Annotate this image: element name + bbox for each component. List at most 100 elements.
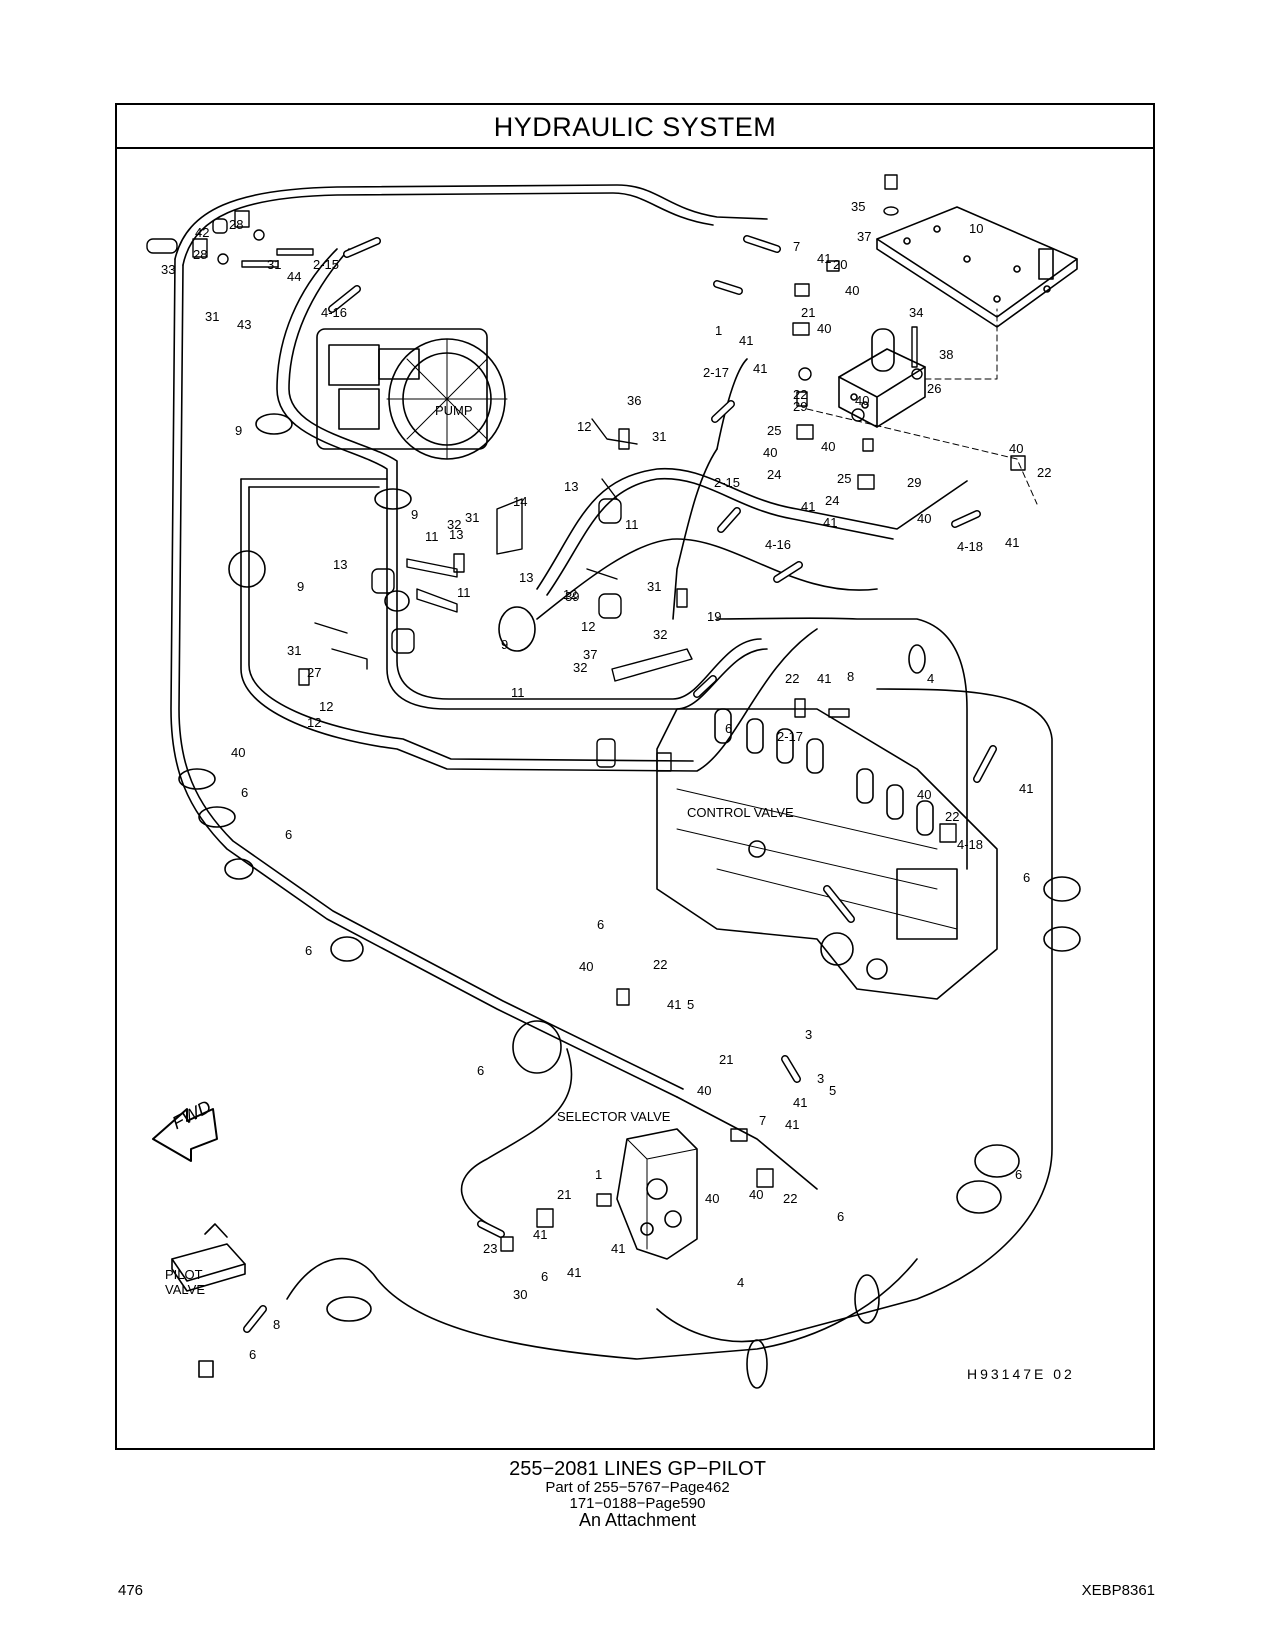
callout-number: 28 bbox=[229, 217, 243, 232]
page-title: HYDRAULIC SYSTEM bbox=[117, 105, 1153, 149]
part-title: 255−2081 LINES GP−PILOT bbox=[509, 1458, 766, 1480]
callout-number: 4-16 bbox=[765, 537, 791, 552]
callout-number: 4-18 bbox=[957, 539, 983, 554]
callout-number: 22 bbox=[945, 809, 959, 824]
line-inner-top bbox=[240, 478, 388, 488]
callout-number: 20 bbox=[833, 257, 847, 272]
selector-valve-label: SELECTOR VALVE bbox=[557, 1109, 671, 1124]
line-to-selector bbox=[676, 1096, 818, 1190]
callout-number: 40 bbox=[817, 321, 831, 336]
callout-number: 9 bbox=[501, 637, 508, 652]
callout-number: 41 bbox=[793, 1095, 807, 1110]
callout-number: 9 bbox=[297, 579, 304, 594]
diagram-frame: HYDRAULIC SYSTEM bbox=[115, 103, 1155, 1450]
line-inner-rect bbox=[240, 478, 818, 772]
callout-number: 41 bbox=[823, 515, 837, 530]
callout-number: 21 bbox=[557, 1187, 571, 1202]
selector-valve-component bbox=[616, 1128, 698, 1260]
callout-number: 13 bbox=[333, 557, 347, 572]
callout-number: 4-18 bbox=[957, 837, 983, 852]
callout-number: 31 bbox=[267, 257, 281, 272]
callout-number: 28 bbox=[193, 247, 207, 262]
fittings bbox=[146, 174, 1026, 1252]
callout-number: 41 bbox=[785, 1117, 799, 1132]
line-center-bundle bbox=[536, 467, 968, 590]
pump-label: PUMP bbox=[435, 403, 473, 418]
brackets bbox=[314, 418, 693, 682]
callout-number: 27 bbox=[307, 665, 321, 680]
callout-number: 6 bbox=[241, 785, 248, 800]
callout-number: 2-17 bbox=[777, 729, 803, 744]
callout-number: 21 bbox=[801, 305, 815, 320]
clamp-rings bbox=[178, 413, 1081, 1389]
line-2-17-hose bbox=[672, 448, 718, 620]
callout-number: 31 bbox=[205, 309, 219, 324]
callout-number: 22 bbox=[783, 1191, 797, 1206]
callout-number: 40 bbox=[749, 1187, 763, 1202]
callout-number: 41 bbox=[817, 671, 831, 686]
callout-number: 23 bbox=[483, 1241, 497, 1256]
callout-number: 12 bbox=[319, 699, 333, 714]
callout-number: 13 bbox=[449, 527, 463, 542]
callout-number: 41 bbox=[801, 499, 815, 514]
callout-number: 4 bbox=[737, 1275, 744, 1290]
callout-number: 40 bbox=[917, 511, 931, 526]
callout-number: 30 bbox=[513, 1287, 527, 1302]
callout-number: 4-16 bbox=[321, 305, 347, 320]
callout-number: 24 bbox=[825, 493, 839, 508]
dashed-leader-26 bbox=[806, 308, 1038, 505]
callout-number: 25 bbox=[767, 423, 781, 438]
callout-number: 44 bbox=[287, 269, 301, 284]
callout-number: 11 bbox=[425, 529, 439, 544]
callout-number: 41 bbox=[1019, 781, 1033, 796]
callout-number: 34 bbox=[909, 305, 923, 320]
callout-number: 19 bbox=[707, 609, 721, 624]
line-inner-rect-b bbox=[248, 486, 694, 762]
callout-number: 40 bbox=[821, 439, 835, 454]
callout-number: 40 bbox=[763, 445, 777, 460]
callout-number: 6 bbox=[1015, 1167, 1022, 1182]
callout-number: 37 bbox=[857, 229, 871, 244]
secondary-reference: 171−0188−Page590 bbox=[569, 1495, 706, 1512]
callout-number: 41 bbox=[611, 1241, 625, 1256]
diagram-canvas: PUMP CONTROL VALVE SELECTOR VALVE PILOTV… bbox=[146, 174, 1081, 1389]
block-26-component bbox=[838, 328, 926, 428]
callout-number: 40 bbox=[845, 283, 859, 298]
hoses bbox=[243, 235, 997, 1333]
callout-number: 12 bbox=[577, 419, 591, 434]
callout-number: 41 bbox=[753, 361, 767, 376]
line-pump-loop-b bbox=[288, 248, 762, 700]
pump-component bbox=[316, 328, 508, 460]
callout-number: 2-17 bbox=[703, 365, 729, 380]
callout-number: 22 bbox=[653, 957, 667, 972]
callout-number: 6 bbox=[285, 827, 292, 842]
line-main-outer-b bbox=[182, 192, 714, 266]
callout-number: 29 bbox=[793, 399, 807, 414]
callout-number: 40 bbox=[697, 1083, 711, 1098]
line-left-trunk bbox=[170, 258, 678, 1098]
callout-number: 11 bbox=[511, 685, 525, 700]
document-code: XEBP8361 bbox=[1081, 1582, 1155, 1599]
callout-number: 31 bbox=[465, 510, 479, 525]
callout-number: 41 bbox=[817, 251, 831, 266]
callout-number: 22 bbox=[793, 387, 807, 402]
callout-number: 6 bbox=[597, 917, 604, 932]
callout-number: 6 bbox=[305, 943, 312, 958]
callout-number: 8 bbox=[273, 1317, 280, 1332]
callout-number: 6 bbox=[541, 1269, 548, 1284]
line-bottom-loop bbox=[286, 1257, 918, 1360]
drawing-code: H93147E 02 bbox=[967, 1366, 1075, 1382]
callout-number: 43 bbox=[237, 317, 251, 332]
callout-number: 42 bbox=[195, 225, 209, 240]
callout-number: 32 bbox=[653, 627, 667, 642]
callout-number: 12 bbox=[581, 619, 595, 634]
callout-number: 7 bbox=[759, 1113, 766, 1128]
line-selector-loop bbox=[460, 1048, 573, 1230]
line-right-loop bbox=[716, 617, 968, 870]
callout-number: 9 bbox=[235, 423, 242, 438]
fwd-arrow-icon bbox=[152, 1108, 218, 1162]
callout-number: 32 bbox=[573, 660, 587, 675]
callout-number: 36 bbox=[627, 393, 641, 408]
